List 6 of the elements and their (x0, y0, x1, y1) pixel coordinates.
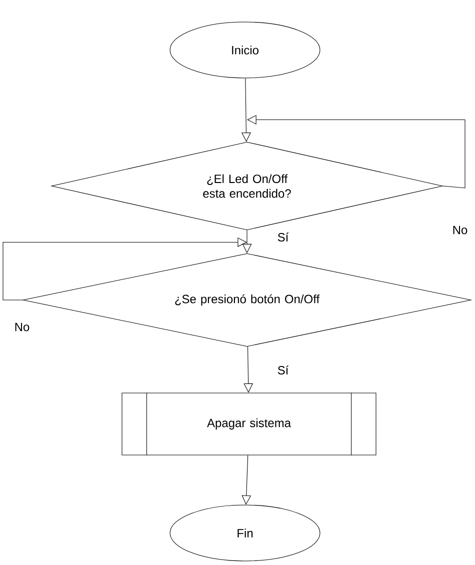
subprocess-box: Apagar sistema (122, 392, 376, 456)
edge-label: No (450, 224, 469, 236)
arrow (247, 115, 466, 188)
edge-label: Sí (276, 364, 290, 376)
edge-label: Sí (276, 231, 290, 243)
arrow (2, 238, 247, 300)
